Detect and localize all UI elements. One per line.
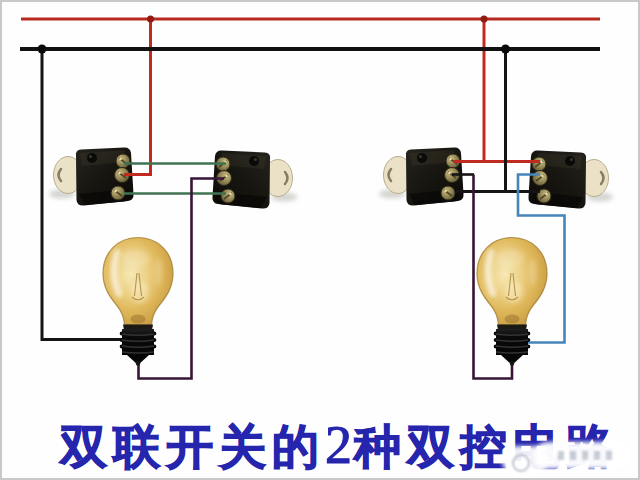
wire-red-right — [454, 19, 540, 162]
switch-2 — [212, 150, 297, 208]
switch-1 — [49, 147, 134, 205]
bulb-right — [477, 238, 547, 366]
junction-red-right — [481, 16, 488, 23]
watermark-squiggle — [558, 451, 612, 460]
wire-black-right — [456, 49, 540, 192]
caption-part1: 双联开关的 — [60, 420, 325, 473]
switch-4 — [528, 150, 613, 208]
bulb-left — [103, 238, 173, 366]
junction-red-left — [147, 16, 154, 23]
junction-black-left — [38, 45, 47, 54]
caption-number: 2 — [325, 415, 354, 475]
junction-black-right — [501, 45, 510, 54]
watermark-ring — [512, 454, 530, 472]
switch-3 — [379, 147, 464, 205]
